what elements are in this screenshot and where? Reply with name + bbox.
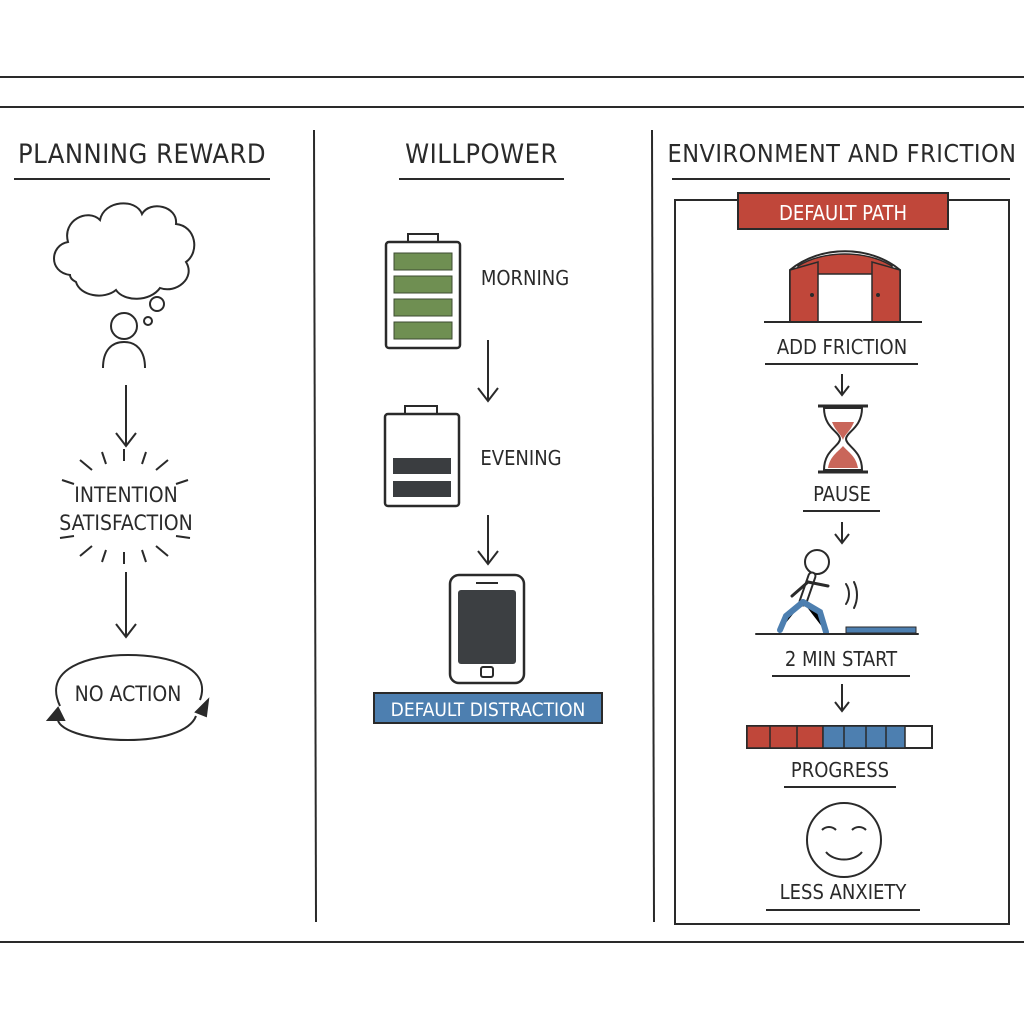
step-intention: INTENTION (74, 483, 178, 507)
step-morning: MORNING (480, 266, 570, 290)
arrow-down-icon (115, 572, 137, 639)
walking-person-icon (755, 549, 919, 635)
column-title-planning-reward: PLANNING REWARD (17, 139, 267, 170)
progress-bar-icon (746, 725, 933, 749)
door-gate-icon (764, 250, 922, 323)
column-divider-1 (313, 129, 317, 923)
thought-cloud-icon (53, 202, 196, 326)
step-satisfaction: SATISFACTION (59, 511, 193, 535)
smiley-icon (806, 802, 882, 878)
step-less-anxiety: LESS ANXIETY (779, 880, 907, 904)
default-path-banner: DEFAULT PATH (737, 192, 949, 230)
arrow-down-icon (834, 684, 850, 713)
column-divider-2 (651, 129, 655, 923)
default-distraction-tag: DEFAULT DISTRACTION (373, 692, 603, 724)
step-pause: PAUSE (813, 482, 871, 506)
arrow-down-icon (115, 385, 137, 448)
battery-full-icon (384, 233, 462, 350)
hourglass-icon (818, 404, 868, 474)
battery-low-icon (383, 405, 461, 508)
step-evening: EVENING (480, 446, 562, 470)
person-icon (102, 312, 146, 369)
column-title-willpower: WILLPOWER (405, 139, 558, 170)
step-no-action: NO ACTION (74, 682, 182, 706)
arrow-down-icon (477, 515, 499, 566)
burst-icon (59, 449, 191, 564)
step-progress: PROGRESS (790, 758, 890, 782)
step-add-friction: ADD FRICTION (776, 335, 908, 359)
arrow-down-icon (834, 374, 850, 397)
column-title-environment: ENVIRONMENT AND FRICTION (667, 139, 1017, 168)
cycle-arrows-icon (45, 653, 210, 742)
arrow-down-icon (477, 340, 499, 403)
arrow-down-icon (834, 522, 850, 545)
step-2-min-start: 2 MIN START (784, 647, 898, 671)
smartphone-icon (448, 573, 526, 685)
